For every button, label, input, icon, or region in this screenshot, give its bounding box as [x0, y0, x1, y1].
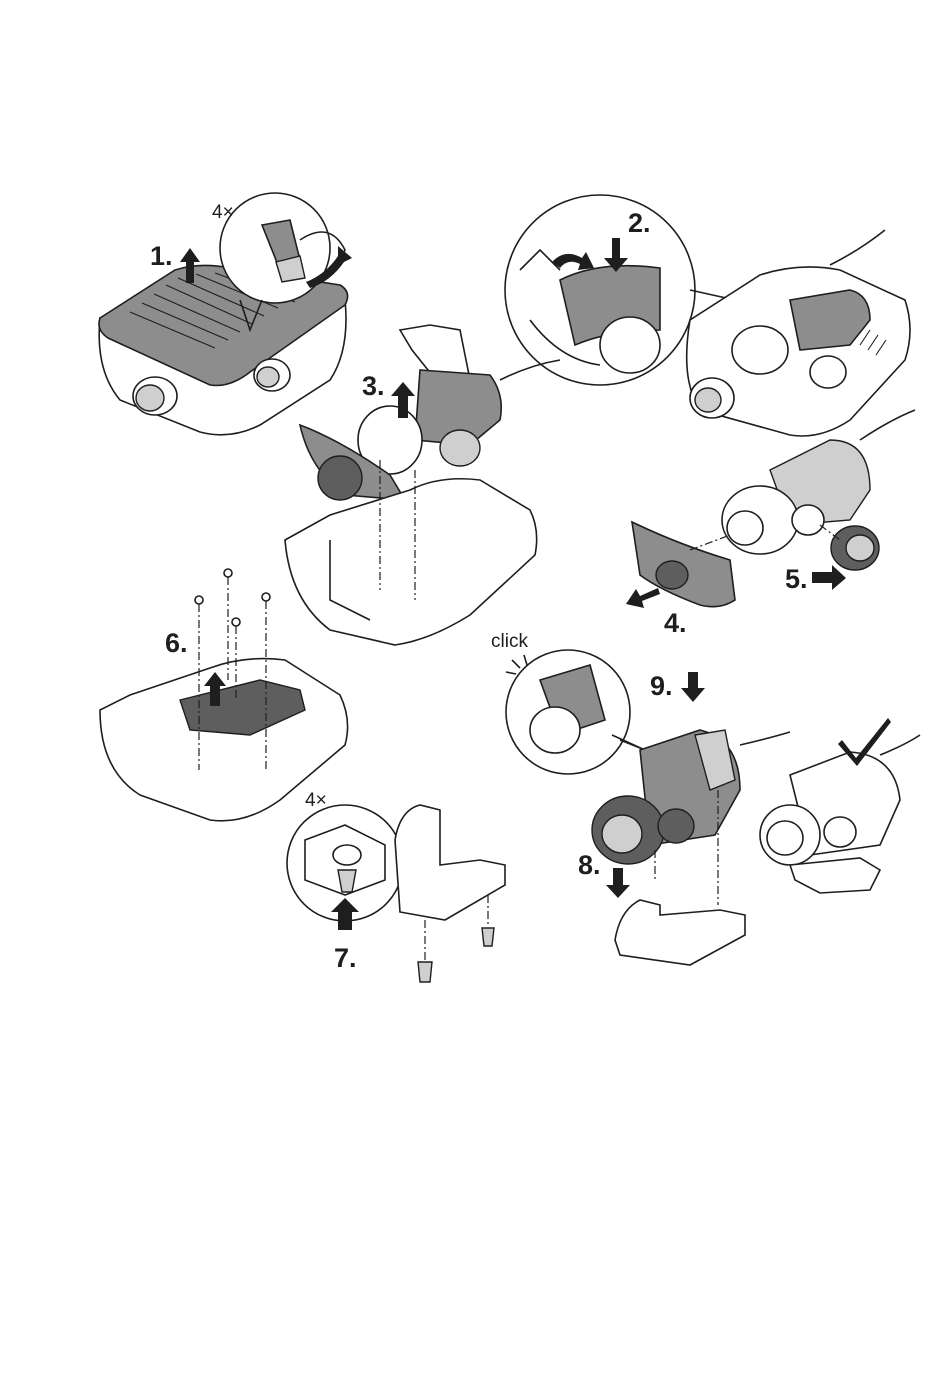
times-label-bottom: 4×: [305, 790, 327, 811]
pump-housing-open-right: [687, 230, 910, 436]
step-1-label: 1.: [150, 241, 173, 271]
step-2-label: 2.: [628, 208, 651, 238]
pull-arrow-icon-2: [812, 565, 846, 590]
bracket-with-feet: [395, 805, 505, 982]
pull-arrow-icon: [626, 588, 660, 608]
cover-plate: [626, 522, 735, 608]
press-arrow-icon-2: [681, 672, 705, 702]
pump-final-assembled: [760, 735, 920, 893]
times-label-top: 4×: [212, 202, 234, 223]
click-label: click: [491, 631, 528, 652]
step-9-label: 9.: [650, 671, 673, 701]
step-4-label: 4.: [664, 608, 687, 638]
step-8-label: 8.: [578, 850, 601, 880]
step-3-label: 3.: [362, 371, 385, 401]
press-arrow-icon-3: [606, 868, 630, 898]
bracket-step-8: [615, 900, 745, 965]
detail-circle-click: [506, 650, 645, 774]
detail-circle-foot: [287, 805, 403, 930]
step-7-label: 7.: [334, 943, 357, 973]
step-5-label: 5.: [785, 564, 808, 594]
step-6-label: 6.: [165, 628, 188, 658]
